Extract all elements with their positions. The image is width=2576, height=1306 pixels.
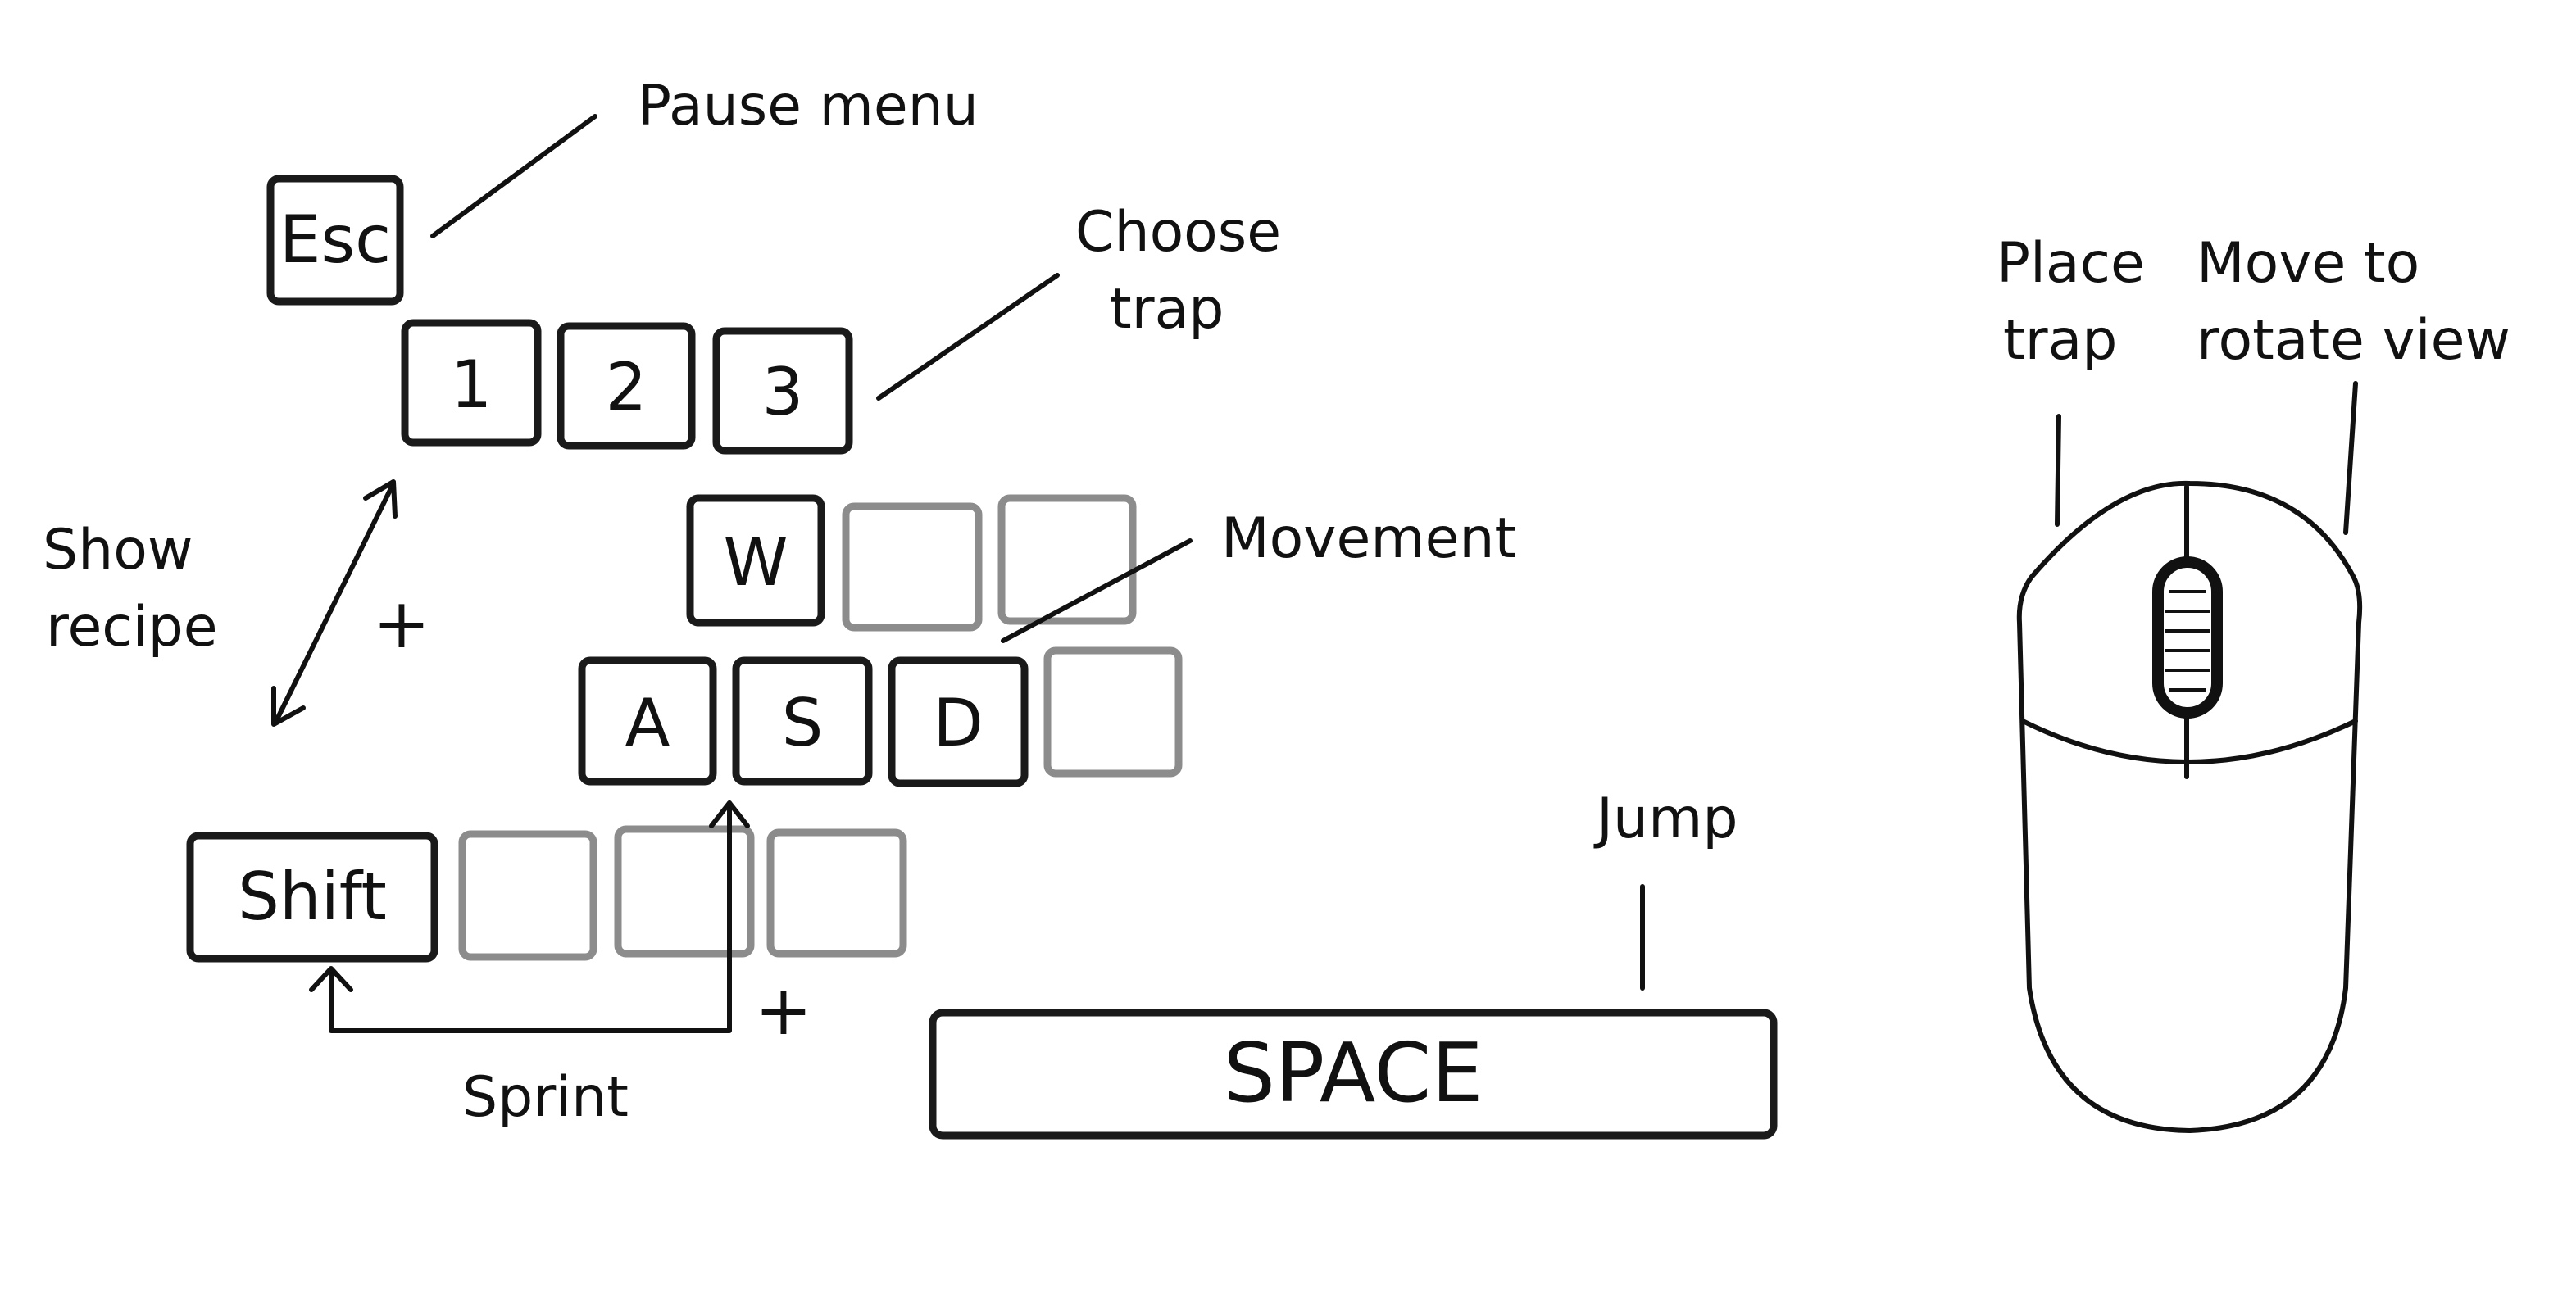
place-trap-leader — [2055, 414, 2061, 527]
key-s-label: S — [782, 685, 824, 761]
key-3-label: 3 — [762, 354, 804, 430]
choose-trap-leader — [876, 273, 1060, 401]
shift-key: Shift — [186, 832, 438, 963]
key-d: D — [888, 656, 1029, 787]
key-1: 1 — [401, 319, 542, 447]
key-3: 3 — [712, 327, 853, 455]
pause-menu-label: Pause menu — [638, 74, 979, 138]
plus-sign: + — [755, 970, 812, 1050]
key-2-label: 2 — [606, 349, 647, 425]
mouse-body — [2016, 480, 2363, 1134]
shift-key-label: Shift — [238, 859, 387, 935]
show-recipe-label-line1: Show — [43, 518, 193, 583]
key-a-label: A — [625, 685, 670, 761]
blank-key — [766, 828, 907, 958]
rotate-view-label-line1: Move to — [2197, 231, 2419, 296]
key-1-label: 1 — [451, 347, 493, 423]
show-recipe-arrow — [271, 479, 398, 727]
blank-key — [458, 830, 597, 961]
key-w-label: W — [723, 524, 788, 601]
blank-key — [997, 494, 1137, 625]
rotate-view-leader — [2343, 381, 2358, 535]
esc-key: Esc — [266, 175, 404, 306]
blank-key — [614, 825, 755, 958]
movement-leader — [1001, 538, 1193, 643]
sprint-arrow — [309, 800, 750, 1033]
place-trap-label-line1: Place — [1997, 231, 2145, 296]
choose-trap-label-line1: Choose — [1075, 200, 1281, 265]
mouse-wheel-icon — [2152, 556, 2223, 719]
space-key: SPACE — [929, 1009, 1778, 1140]
key-2: 2 — [557, 322, 696, 450]
mouse-button-edge — [2020, 719, 2358, 764]
key-d-label: D — [933, 685, 984, 761]
rotate-view-label-line2: rotate view — [2197, 308, 2510, 373]
show-recipe-label-line2: recipe — [46, 595, 218, 660]
choose-trap-label-line2: trap — [1110, 277, 1224, 342]
key-a: A — [578, 656, 717, 786]
blank-key — [1043, 646, 1183, 778]
sprint-label: Sprint — [462, 1065, 629, 1130]
key-w: W — [686, 494, 825, 627]
key-s: S — [732, 656, 873, 786]
space-key-label: SPACE — [1223, 1025, 1483, 1121]
pause-menu-leader — [430, 114, 597, 238]
jump-label: Jump — [1593, 787, 1738, 851]
esc-key-label: Esc — [279, 202, 391, 278]
blank-key — [842, 502, 983, 632]
plus-sign: + — [373, 583, 430, 664]
place-trap-label-line2: trap — [2003, 308, 2117, 373]
movement-label: Movement — [1221, 506, 1516, 571]
mouse-icon — [2016, 480, 2363, 1134]
